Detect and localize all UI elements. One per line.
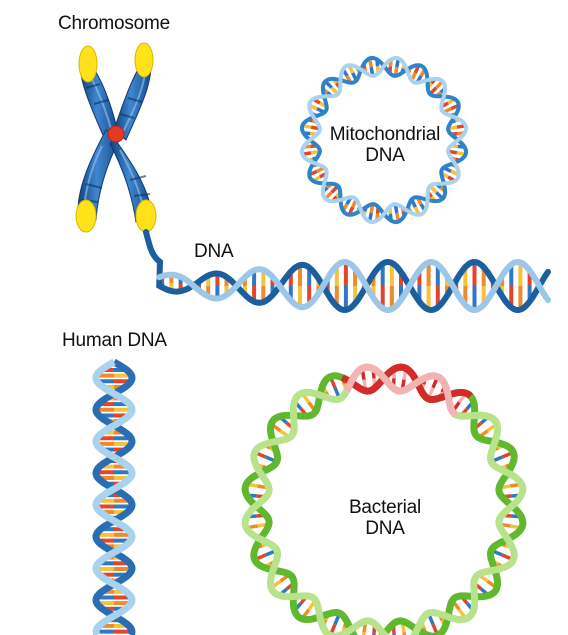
telomere-top-left (78, 45, 98, 83)
chromosome (75, 42, 157, 233)
mitochondrial-dna-ring (299, 55, 469, 225)
linear-dna-backbone-back (156, 258, 551, 314)
linear-dna (143, 229, 551, 314)
telomere-bottom-left (75, 199, 97, 233)
label-mitochondrial-line2: DNA (365, 145, 405, 166)
telomere-top-right (134, 42, 154, 78)
bacterial-dna-base (402, 632, 407, 635)
label-chromosome: Chromosome (58, 13, 171, 34)
label-bacterial-dna: Bacterial DNA (330, 497, 440, 539)
human-dna-backbone-right (92, 358, 136, 635)
centromere (107, 125, 125, 143)
linear-dna-backbone-front (143, 229, 551, 314)
bacterial-dna-base (361, 632, 366, 635)
label-bacterial-line2: DNA (365, 518, 405, 539)
label-mitochondrial-dna: Mitochondrial DNA (318, 124, 452, 166)
bacterial-dna-red-segment (340, 363, 473, 403)
telomere-bottom-right (135, 199, 157, 233)
label-dna: DNA (194, 241, 234, 262)
human-dna-helix (92, 358, 136, 635)
bacterial-dna-ring (241, 363, 527, 635)
mitochondrial-dna-backbone-inner (299, 55, 469, 225)
label-bacterial-line1: Bacterial (348, 497, 422, 518)
label-mitochondrial-line1: Mitochondrial (329, 124, 441, 145)
label-human-dna: Human DNA (62, 330, 167, 351)
human-dna-backbone-left (92, 358, 136, 635)
bacterial-dna-pink-segment (343, 363, 458, 418)
